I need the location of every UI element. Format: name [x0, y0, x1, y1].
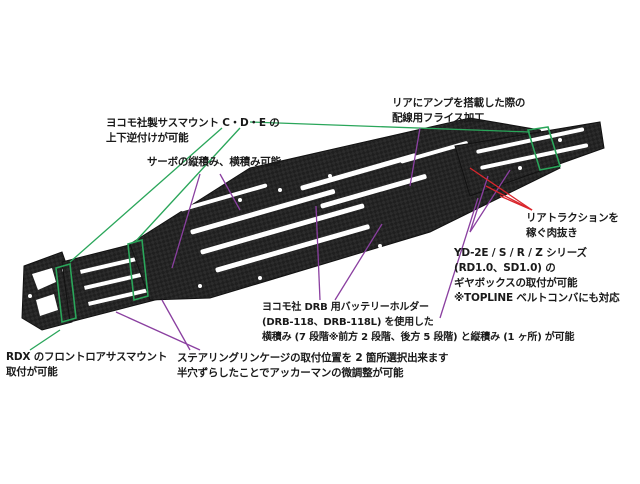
leader-lines-purple — [115, 127, 511, 351]
label-battery-holder: ヨコモ社 DRB 用バッテリーホルダー (DRB-118、DRB-118L) を… — [262, 300, 574, 345]
label-line: リアトラクションを — [526, 212, 619, 224]
label-line: ヨコモ社製サスマウント C・D・E の — [106, 117, 280, 129]
label-line: リアにアンプを搭載した際の — [392, 97, 526, 109]
label-line: ※TOPLINE ベルトコンバにも対応 — [454, 292, 620, 304]
label-servo-mount: サーボの縦積み、横積み可能 — [147, 155, 281, 170]
label-line: ヨコモ社 DRB 用バッテリーホルダー — [262, 302, 429, 313]
front-mount-box-a — [55, 262, 77, 324]
label-line: ステアリングリンケージの取付位置を 2 箇所選択出来ます — [177, 352, 449, 364]
label-steering-linkage: ステアリングリンケージの取付位置を 2 箇所選択出来ます 半穴ずらしたことでアッ… — [177, 351, 449, 381]
front-mount-box-b — [127, 238, 149, 302]
label-line: 稼ぐ肉抜き — [526, 227, 578, 239]
leader-lines-red — [469, 167, 533, 211]
highlight-boxes — [55, 126, 562, 324]
label-line: (DRB-118、DRB-118L) を使用した — [262, 317, 434, 328]
label-rear-traction: リアトラクションを 稼ぐ肉抜き — [526, 211, 619, 241]
label-line: 上下逆付けが可能 — [106, 132, 189, 144]
label-line: RDX のフロントロアサスマウント — [6, 351, 168, 363]
label-line: サーボの縦積み、横積み可能 — [147, 156, 281, 168]
rear-mount-box — [526, 126, 562, 171]
label-line: YD-2E / S / R / Z シリーズ — [454, 247, 587, 259]
label-line: 横積み (7 段階※前方 2 段階、後方 5 段階) と縦積み (1 ヶ所) が… — [262, 332, 575, 343]
label-upper-lower-mount: ヨコモ社製サスマウント C・D・E の 上下逆付けが可能 — [106, 116, 280, 146]
label-line: 配線用フライス加工 — [392, 112, 485, 124]
leader-lines-green — [29, 121, 531, 351]
label-line: ギヤボックスの取付が可能 — [454, 277, 578, 289]
label-rdx-front-mount: RDX のフロントロアサスマウント 取付が可能 — [6, 350, 167, 380]
label-line: (RD1.0、SD1.0) の — [454, 262, 556, 274]
label-line: 半穴ずらしたことでアッカーマンの微調整が可能 — [177, 367, 404, 379]
rear-plate — [454, 121, 605, 197]
label-line: 取付が可能 — [6, 366, 58, 378]
label-gearbox-compat: YD-2E / S / R / Z シリーズ (RD1.0、SD1.0) の ギ… — [454, 246, 620, 306]
label-rear-amp-wiring: リアにアンプを搭載した際の 配線用フライス加工 — [392, 96, 525, 126]
main-chassis-plate — [129, 117, 561, 301]
